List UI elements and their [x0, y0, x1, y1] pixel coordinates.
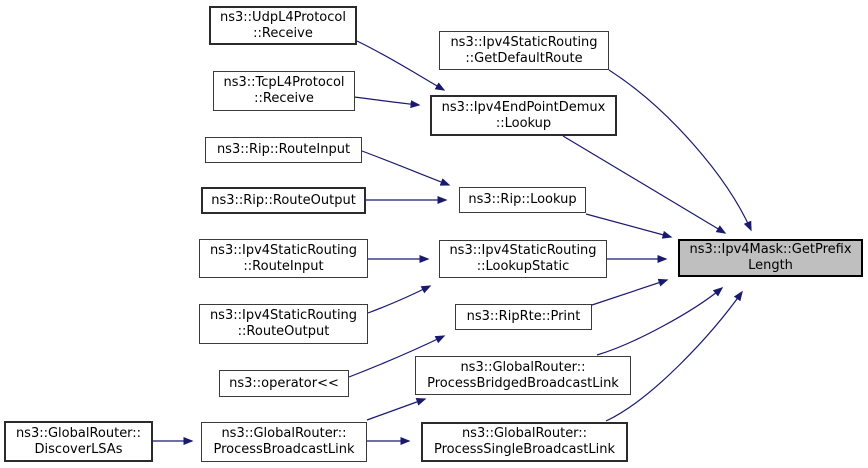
node-ns3-globalrouter-processbroadcastlink[interactable]: ns3::GlobalRouter:: ProcessBroadcastLink — [201, 422, 367, 462]
node-label: ProcessSingleBroadcastLink — [433, 442, 616, 457]
node-label: ::LookupStatic — [476, 259, 570, 274]
node-ns3-globalrouter-discoverlsas[interactable]: ns3::GlobalRouter:: DiscoverLSAs — [4, 421, 153, 462]
node-ns3-ipv4staticrouting-getdefaultroute[interactable]: ns3::Ipv4StaticRouting ::GetDefaultRoute — [439, 31, 609, 70]
edge-rip-routeinput-to-rip-lookup — [361, 150, 451, 186]
edge-processsingle-to-getprefixlength — [605, 290, 743, 422]
node-label: ns3::Rip::RouteInput — [216, 142, 351, 157]
edge-udp-receive-to-demux-lookup — [356, 40, 446, 91]
node-ns3-ipv4staticrouting-routeoutput[interactable]: ns3::Ipv4StaticRouting ::RouteOutput — [199, 304, 368, 344]
node-ns3-ipv4staticrouting-lookupstatic[interactable]: ns3::Ipv4StaticRouting ::LookupStatic — [439, 240, 607, 278]
node-label: ::Receive — [254, 91, 314, 106]
node-ns3-ipv4endpointdemux-lookup[interactable]: ns3::Ipv4EndPointDemux ::Lookup — [430, 95, 617, 136]
node-ns3-tcpl4protocol-receive[interactable]: ns3::TcpL4Protocol ::Receive — [213, 71, 355, 111]
edge-processbridged-to-getprefixlength — [596, 287, 724, 356]
node-label: ns3::Rip::RouteOutput — [211, 192, 356, 208]
node-label: ns3::GlobalRouter:: — [461, 426, 588, 441]
node-label: ns3::Rip::Lookup — [468, 192, 577, 207]
node-label: ::RouteInput — [243, 258, 324, 274]
edge-rip-lookup-to-getprefixlength — [585, 213, 673, 239]
node-label: ns3::RipRte::Print — [466, 309, 581, 324]
node-label: ns3::Ipv4StaticRouting — [450, 34, 598, 50]
node-label: ns3::GlobalRouter:: — [15, 425, 142, 441]
edge-operator-to-riprte-print — [348, 335, 446, 378]
node-ns3-rip-lookup[interactable]: ns3::Rip::Lookup — [459, 187, 586, 213]
node-ns3-rip-routeoutput[interactable]: ns3::Rip::RouteOutput — [201, 187, 366, 214]
node-ns3-riprte-print[interactable]: ns3::RipRte::Print — [455, 304, 592, 330]
node-ns3-rip-routeinput[interactable]: ns3::Rip::RouteInput — [205, 137, 362, 163]
edge-getdefaultroute-to-getprefixlength — [608, 69, 752, 232]
edge-tcp-receive-to-demux-lookup — [353, 96, 421, 109]
node-label: ns3::GlobalRouter:: — [221, 426, 347, 441]
node-label: ns3::Ipv4StaticRouting — [209, 242, 358, 258]
node-ns3-operator-stream-insert[interactable]: ns3::operator<< — [219, 370, 349, 397]
node-ns3-globalrouter-processbridgedbroadcastlink[interactable]: ns3::GlobalRouter:: ProcessBridgedBroadc… — [415, 356, 631, 395]
node-label: ns3::Ipv4StaticRouting — [449, 243, 597, 258]
node-ns3-ipv4mask-getprefixlength-current: ns3::Ipv4Mask::GetPrefix Length — [678, 239, 863, 277]
node-label: ProcessBroadcastLink — [213, 442, 355, 457]
node-label: ns3::Ipv4EndPointDemux — [441, 99, 606, 115]
node-label: ::RouteOutput — [237, 324, 330, 339]
node-label: ns3::UdpL4Protocol — [220, 9, 346, 25]
node-label: DiscoverLSAs — [34, 441, 123, 457]
edge-processbroadcast-to-processbridged — [366, 398, 427, 421]
node-label: ::Receive — [253, 25, 313, 41]
node-label: ns3::GlobalRouter:: — [460, 359, 586, 375]
node-label: ns3::TcpL4Protocol — [223, 75, 345, 90]
edge-demux-lookup-to-getprefixlength — [562, 135, 727, 234]
node-label: ProcessBridgedBroadcastLink — [427, 375, 619, 391]
node-label: Length — [748, 258, 793, 273]
node-ns3-globalrouter-processsinglebroadcastlink[interactable]: ns3::GlobalRouter:: ProcessSingleBroadca… — [421, 422, 628, 462]
node-ns3-ipv4staticrouting-routeinput[interactable]: ns3::Ipv4StaticRouting ::RouteInput — [199, 239, 368, 278]
node-label: ::Lookup — [495, 115, 552, 131]
node-label: ::GetDefaultRoute — [465, 50, 583, 66]
node-ns3-udpl4protocol-receive[interactable]: ns3::UdpL4Protocol ::Receive — [209, 6, 357, 45]
edge-static-routeoutput-to-lookupstatic — [367, 285, 432, 314]
node-label: ns3::operator<< — [229, 375, 339, 391]
node-label: ns3::Ipv4StaticRouting — [209, 308, 358, 323]
node-label: ns3::Ipv4Mask::GetPrefix — [689, 242, 852, 257]
edge-riprte-print-to-getprefixlength — [591, 278, 669, 306]
